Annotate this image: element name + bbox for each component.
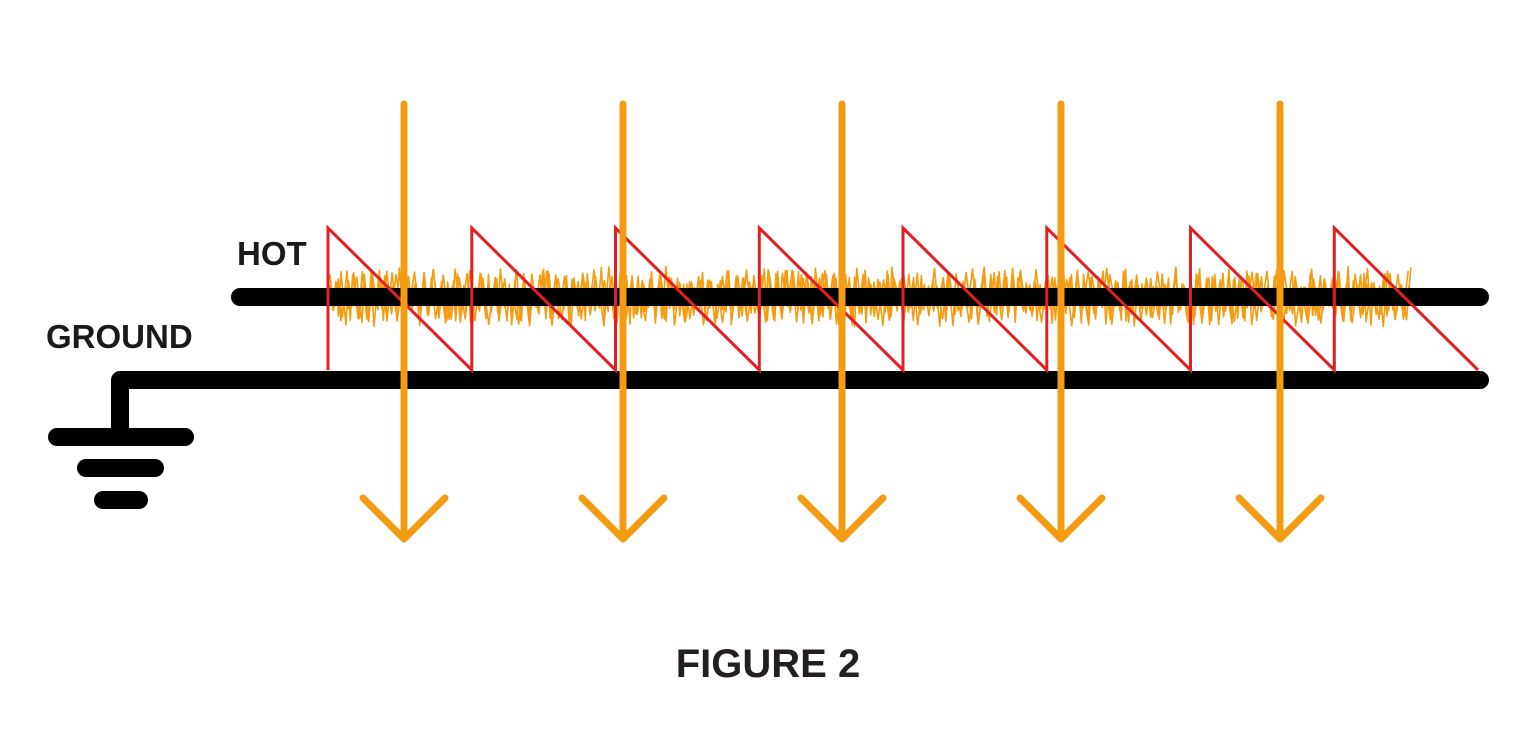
figure-caption: FIGURE 2 (675, 642, 861, 686)
down-arrow-icon (1235, 100, 1325, 543)
down-arrow-icon (359, 100, 449, 543)
ground-wire (111, 371, 1489, 437)
hot-label: HOT (237, 235, 307, 272)
ground-symbol-icon (48, 428, 194, 509)
down-arrow-icon (1016, 100, 1106, 543)
sawtooth-waveform (326, 224, 1480, 374)
noise-trace (329, 265, 1410, 328)
sawtooth-trace (326, 224, 1480, 374)
ground-label: GROUND (46, 318, 193, 355)
down-arrow-icon (578, 100, 668, 543)
downward-arrows (359, 100, 1325, 543)
down-arrow-icon (797, 100, 887, 543)
